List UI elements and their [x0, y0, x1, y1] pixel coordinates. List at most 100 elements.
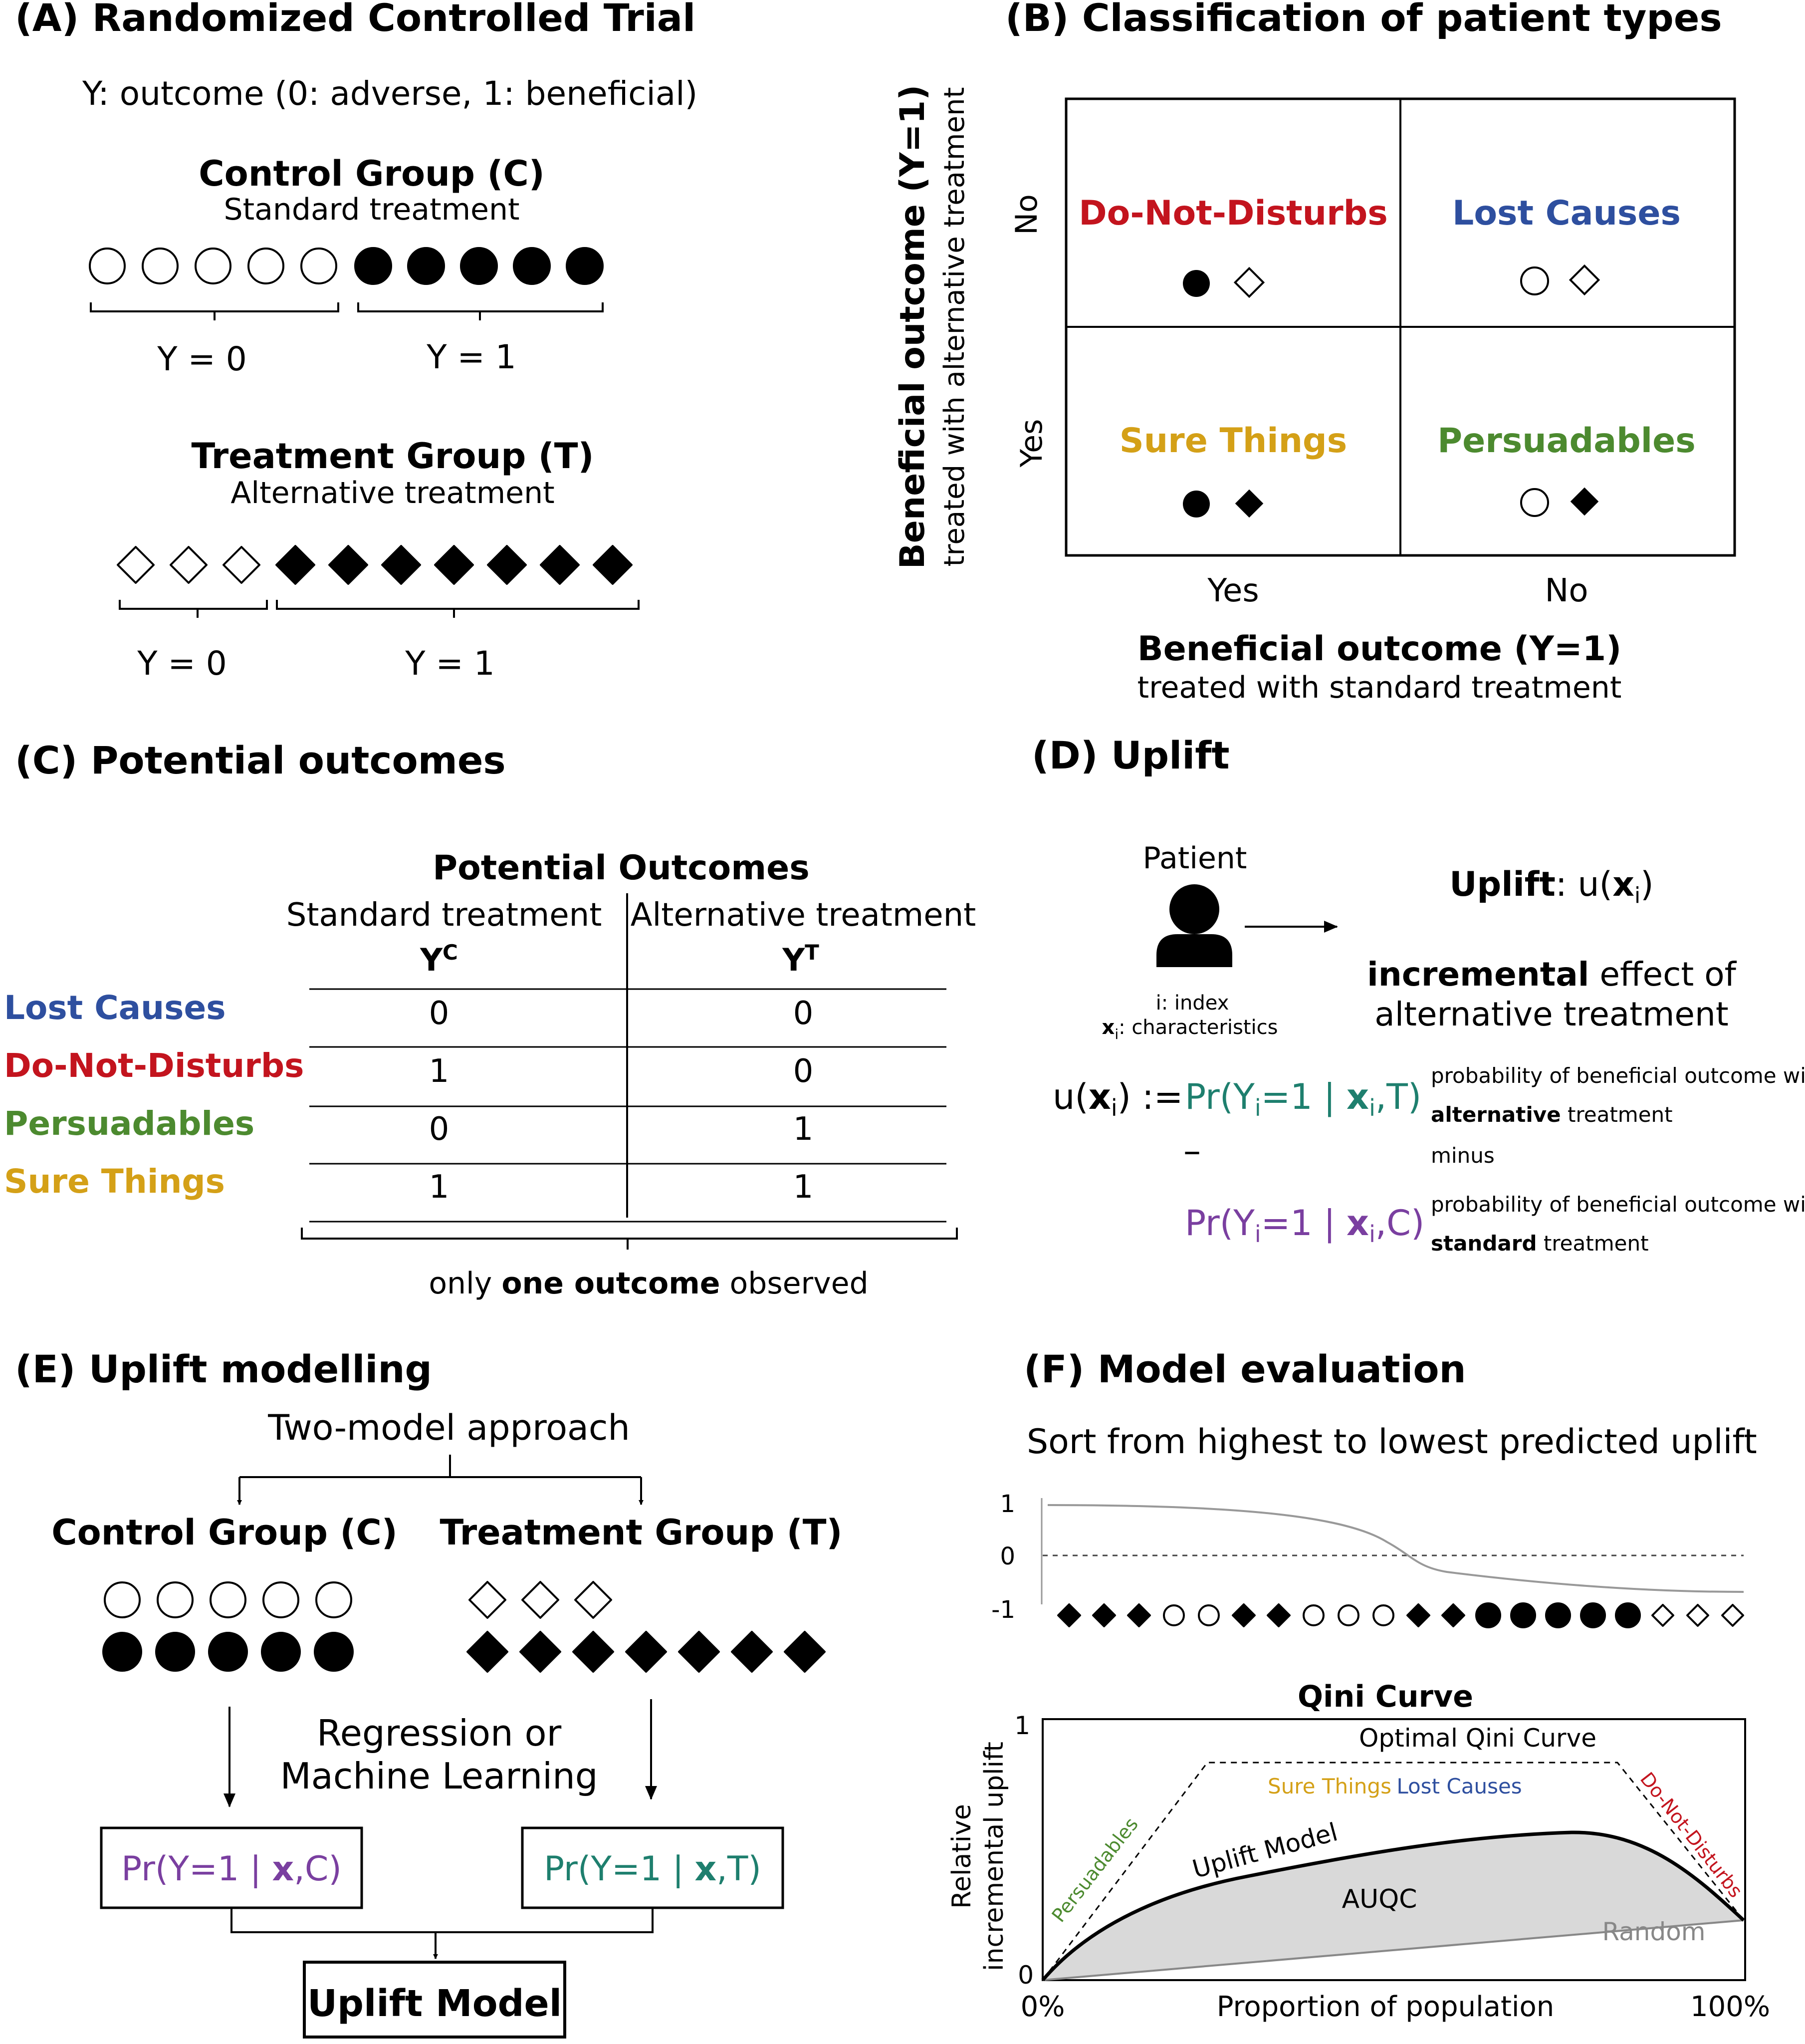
control-group-symbols — [89, 247, 604, 285]
uplift-definition-lhs: u(xi) := — [1053, 1076, 1183, 1121]
open-diamond-icon — [468, 1581, 506, 1619]
control-y1-brace — [357, 302, 604, 320]
open-diamond-icon — [117, 546, 155, 584]
panel-b: (B) Classification of patient types Do-N… — [893, 0, 1736, 705]
outcome-definition: Y: outcome (0: adverse, 1: beneficial) — [82, 74, 697, 113]
filled-circle-icon — [513, 247, 551, 285]
filled-circle-icon — [208, 1632, 248, 1672]
col-label-yes: Yes — [1207, 572, 1259, 609]
open-circle-icon — [300, 248, 337, 284]
qini-plot-frame — [1042, 1718, 1746, 1981]
treatment-y0-brace — [119, 600, 268, 618]
open-circle-icon — [1198, 1604, 1220, 1626]
filled-diamond-icon — [1127, 1603, 1151, 1627]
open-diamond-icon — [1721, 1604, 1744, 1627]
open-diamond-icon — [521, 1581, 559, 1619]
minus-sign: – — [1183, 1130, 1201, 1171]
row-lost-causes-label: Lost Causes — [4, 989, 226, 1027]
x-axis-subtitle: treated with standard treatment — [1137, 670, 1622, 705]
control-y0-brace — [90, 302, 339, 320]
qini-x-min: 0% — [1021, 1991, 1065, 2023]
qini-x-label: Proportion of population — [1217, 1991, 1555, 2023]
filled-diamond-icon — [466, 1631, 508, 1673]
open-circle-icon — [1338, 1604, 1359, 1626]
open-diamond-icon — [574, 1581, 612, 1619]
column-alternative-treatment: Alternative treatment — [631, 897, 976, 934]
filled-diamond-icon — [572, 1631, 614, 1673]
open-circle-icon — [1520, 266, 1549, 295]
filled-circle-icon — [1510, 1602, 1536, 1628]
filled-diamond-icon — [1232, 1603, 1256, 1627]
table-brace — [301, 1228, 958, 1250]
qini-persuadables: Persuadables — [1048, 1813, 1142, 1926]
filled-diamond-icon — [519, 1631, 561, 1673]
row-persuadables-yc: 0 — [429, 1111, 450, 1148]
model-treatment-text: Pr(Y=1 | x,T) — [544, 1849, 761, 1889]
e-control-group-title: Control Group (C) — [51, 1512, 397, 1553]
y-axis-title: Beneficial outcome (Y=1) — [893, 85, 932, 569]
panel-d-title: (D) Uplift — [1032, 733, 1230, 777]
control-group-subtitle: Standard treatment — [224, 192, 519, 227]
open-diamond-icon — [1686, 1604, 1709, 1627]
sorted-patients-row — [1057, 1602, 1744, 1628]
panel-d: (D) Uplift Patient i: index xi: characte… — [1032, 733, 1805, 1256]
row-sure-things-yt: 1 — [793, 1169, 814, 1206]
open-diamond-icon — [1569, 264, 1600, 296]
row-persuadables-yt: 1 — [793, 1111, 814, 1148]
filled-circle-icon — [1183, 491, 1210, 517]
filled-circle-icon — [1545, 1602, 1571, 1628]
uplift-model-curve — [1041, 1830, 1745, 1982]
col-label-no: No — [1545, 572, 1588, 609]
panel-a: (A) Randomized Controlled Trial Y: outco… — [15, 0, 697, 683]
alternative-treatment-line: alternative treatment — [1374, 995, 1728, 1033]
panel-c-title: (C) Potential outcomes — [15, 738, 506, 782]
random-label: Random — [1602, 1917, 1705, 1946]
cell-sure-things: Sure Things — [1120, 421, 1347, 461]
treatment-y0-label: Y = 0 — [137, 644, 227, 683]
panel-f-title: (F) Model evaluation — [1024, 1347, 1466, 1391]
incremental-effect-line: incremental effect of — [1367, 955, 1737, 994]
row-lost-causes-yc: 0 — [429, 995, 450, 1032]
open-circle-icon — [247, 248, 284, 284]
treatment-y1-brace — [276, 600, 640, 618]
panel-c: (C) Potential outcomes Potential Outcome… — [4, 738, 976, 1301]
filled-circle-icon — [155, 1632, 195, 1672]
x-axis-title: Beneficial outcome (Y=1) — [1137, 629, 1621, 669]
treatment-group-subtitle: Alternative treatment — [230, 476, 554, 511]
uplift-model-box — [303, 1961, 566, 2039]
model-control-text: Pr(Y=1 | x,C) — [121, 1849, 342, 1889]
filled-diamond-icon — [328, 545, 368, 585]
open-circle-icon — [1303, 1604, 1325, 1626]
qini-title: Qini Curve — [1298, 1679, 1473, 1714]
patient-label: Patient — [1143, 841, 1247, 876]
row-do-not-disturbs-yt: 0 — [793, 1053, 814, 1090]
open-circle-icon — [315, 1581, 352, 1618]
sort-instruction: Sort from highest to lowest predicted up… — [1027, 1422, 1757, 1462]
open-diamond-icon — [1651, 1604, 1674, 1627]
panel-f: (F) Model evaluation Sort from highest t… — [947, 1347, 1770, 2023]
predicted-uplift-curve — [1047, 1504, 1744, 1593]
note-minus: minus — [1431, 1143, 1495, 1168]
e-group-symbols — [102, 1581, 826, 1673]
open-circle-icon — [210, 1581, 246, 1618]
filled-diamond-icon — [540, 545, 580, 585]
filled-diamond-icon — [434, 545, 474, 585]
row-do-not-disturbs-yc: 1 — [429, 1053, 450, 1090]
cell-do-not-disturbs: Do-Not-Disturbs — [1079, 194, 1388, 233]
open-circle-icon — [104, 1581, 141, 1618]
control-y1-label: Y = 1 — [426, 338, 516, 376]
panel-a-title: (A) Randomized Controlled Trial — [15, 0, 695, 40]
filled-diamond-icon — [1406, 1603, 1430, 1627]
filled-circle-icon — [102, 1632, 142, 1672]
control-y0-label: Y = 0 — [157, 340, 247, 378]
auqc-area — [1043, 1832, 1744, 1980]
uplift-heading: Uplift: u(xi) — [1449, 865, 1653, 908]
filled-diamond-icon — [784, 1631, 826, 1673]
filled-diamond-icon — [1570, 487, 1599, 516]
pr-alternative-term: Pr(Yi=1 | xi,T) — [1185, 1076, 1421, 1121]
open-circle-icon — [1520, 488, 1549, 517]
model-merge-connector — [230, 1908, 654, 1933]
open-circle-icon — [157, 1581, 194, 1618]
filled-diamond-icon — [1235, 489, 1264, 518]
